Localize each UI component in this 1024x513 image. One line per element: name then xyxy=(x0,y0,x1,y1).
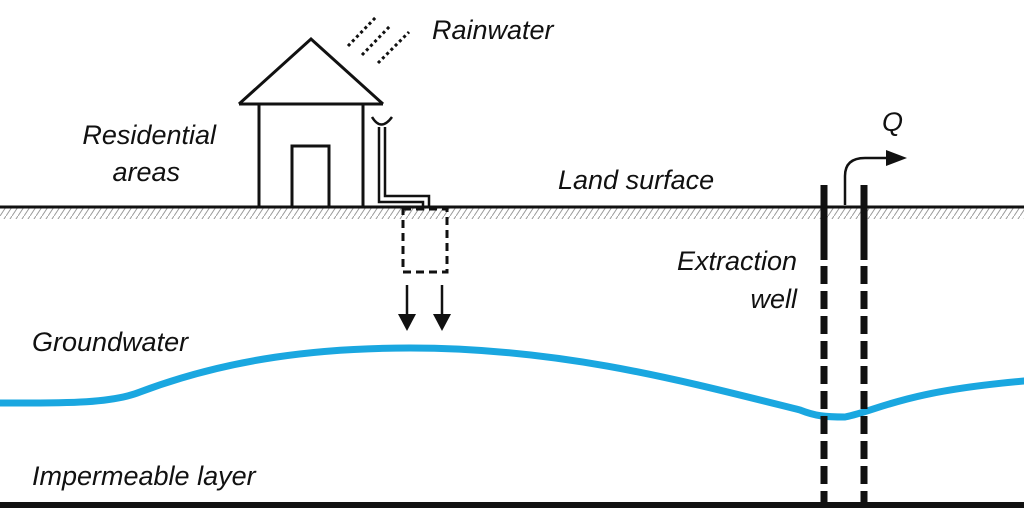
house-door xyxy=(290,144,331,209)
extraction-well-label-line2: well xyxy=(750,284,798,314)
flow-q-label: Q xyxy=(882,107,903,137)
arrow-down-icon xyxy=(398,314,416,331)
infiltration-pit xyxy=(401,207,449,274)
groundwater-table xyxy=(0,344,1024,421)
impermeable-layer-label: Impermeable layer xyxy=(32,461,257,491)
discharge-arrow-icon xyxy=(843,150,907,205)
house-icon xyxy=(237,36,385,209)
residential-label-line2: areas xyxy=(112,157,180,187)
rainwater-label: Rainwater xyxy=(432,15,555,45)
extraction-well-label-line1: Extraction xyxy=(677,246,797,276)
extraction-well xyxy=(820,185,868,505)
residential-label-line1: Residential xyxy=(82,120,217,150)
rain-streaks-icon xyxy=(346,14,411,65)
land-surface-label: Land surface xyxy=(558,165,714,195)
infiltration-arrows xyxy=(398,285,451,331)
arrow-down-icon xyxy=(433,314,451,331)
downpipe-icon xyxy=(370,116,431,207)
groundwater-label: Groundwater xyxy=(32,327,189,357)
soil-hatching xyxy=(0,208,1024,219)
